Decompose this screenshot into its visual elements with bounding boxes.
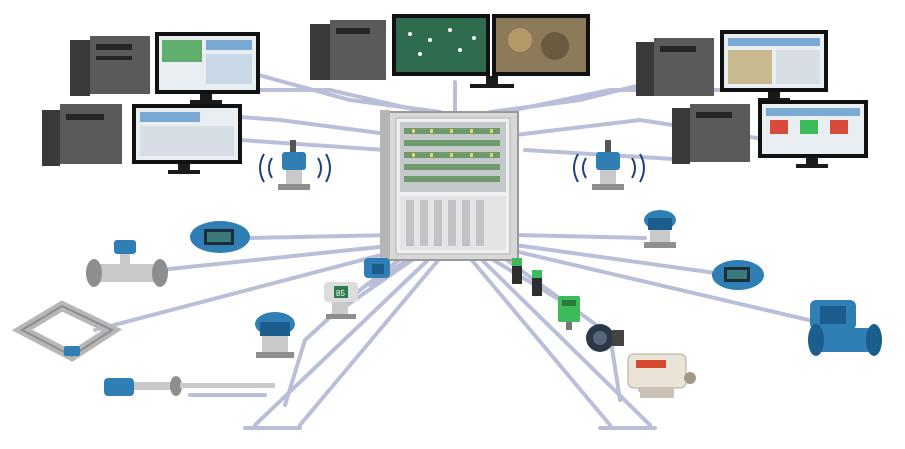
magnetic-flowmeter-icon — [808, 300, 882, 356]
panel-display-icon — [712, 260, 764, 290]
desktop-workstation-icon — [70, 32, 260, 104]
pressure-transmitter-right — [644, 210, 676, 248]
workstation-top-center — [310, 14, 590, 88]
magnetic-flowmeter — [808, 300, 882, 356]
vortex-flowmeter — [86, 240, 168, 287]
limit-switch-icon — [512, 258, 542, 296]
device-label: 85 — [336, 289, 345, 298]
junction-box-icon — [364, 258, 390, 278]
wireless-signal-icon — [573, 153, 645, 183]
valve-positioner — [586, 324, 624, 352]
pressure-transmitter-left — [255, 312, 295, 358]
position-sensor-icon — [558, 296, 580, 330]
desktop-workstation-icon — [42, 104, 242, 174]
panel-display-right — [712, 260, 764, 290]
level-transmitter: 85 — [324, 282, 358, 319]
dual-monitor-workstation-icon — [310, 14, 590, 88]
pressure-transmitter-icon — [644, 210, 676, 248]
network-wiring — [93, 68, 832, 430]
control-cabinet-icon — [380, 110, 519, 261]
workstation-middle-right — [672, 100, 868, 168]
workstation-middle-left — [42, 104, 242, 174]
valve-actuator — [627, 353, 696, 398]
pressure-transmitter-icon — [255, 312, 295, 358]
valve-positioner-icon — [586, 324, 624, 352]
wireless-pressure-transmitter-icon — [278, 140, 310, 190]
valve-actuator-icon — [627, 353, 696, 398]
desktop-workstation-icon — [672, 100, 868, 168]
limit-switches — [512, 258, 542, 296]
wireless-transmitter-left — [259, 140, 331, 190]
vortex-flowmeter-icon — [86, 240, 168, 287]
panel-display-left — [190, 221, 250, 253]
coriolis-flowmeter — [11, 300, 123, 362]
coriolis-flowmeter-icon — [11, 300, 123, 362]
wireless-pressure-transmitter-icon — [592, 140, 624, 190]
junction-box — [364, 258, 390, 278]
position-sensor — [558, 296, 580, 330]
workstation-top-left — [70, 32, 260, 104]
temperature-probe — [104, 376, 275, 396]
workstation-top-right — [636, 30, 828, 102]
wireless-transmitter-right — [573, 140, 645, 190]
panel-display-icon — [190, 221, 250, 253]
desktop-workstation-icon — [636, 30, 828, 102]
wireless-signal-icon — [259, 153, 331, 183]
level-transmitter-icon: 85 — [324, 282, 358, 319]
temperature-probe-icon — [104, 376, 275, 396]
